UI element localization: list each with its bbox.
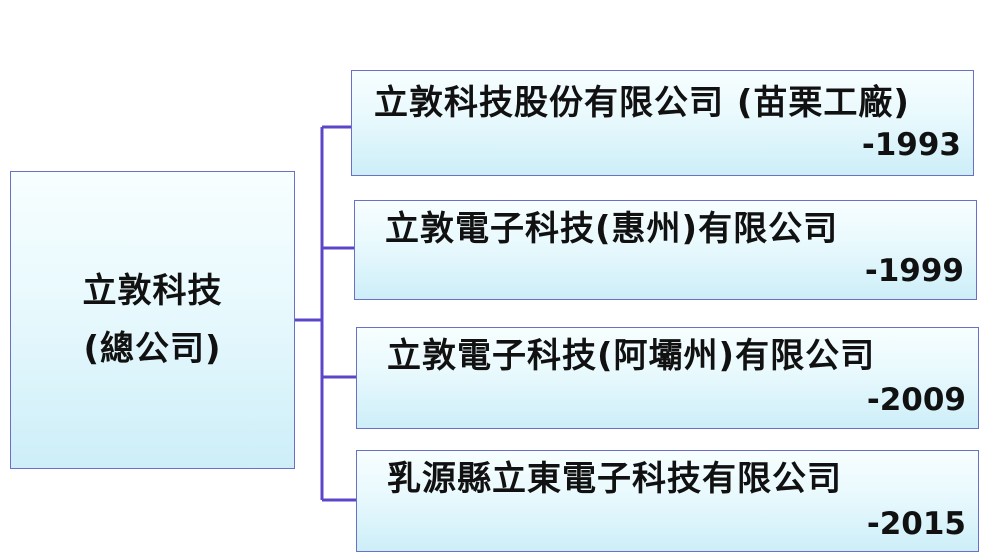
- headquarters-label: (總公司): [83, 329, 222, 369]
- subsidiary-name: 立敦電子科技(惠州)有限公司: [385, 209, 839, 249]
- subsidiary-box-4: 乳源縣立東電子科技有限公司 -2015: [356, 450, 979, 552]
- subsidiary-year: -2015: [866, 506, 966, 542]
- subsidiary-box-2: 立敦電子科技(惠州)有限公司 -1999: [354, 200, 977, 300]
- subsidiary-box-3: 立敦電子科技(阿壩州)有限公司 -2009: [356, 327, 979, 429]
- headquarters-name: 立敦科技: [82, 271, 223, 311]
- subsidiary-name: 立敦科技股份有限公司 (苗栗工廠): [374, 83, 910, 123]
- subsidiary-name: 立敦電子科技(阿壩州)有限公司: [387, 336, 876, 376]
- subsidiary-year: -1999: [864, 253, 964, 289]
- subsidiary-box-1: 立敦科技股份有限公司 (苗栗工廠) -1993: [351, 70, 974, 176]
- subsidiary-year: -1993: [861, 127, 961, 163]
- headquarters-box: 立敦科技 (總公司): [10, 171, 295, 469]
- subsidiary-name: 乳源縣立東電子科技有限公司: [387, 459, 842, 499]
- subsidiary-year: -2009: [866, 382, 966, 418]
